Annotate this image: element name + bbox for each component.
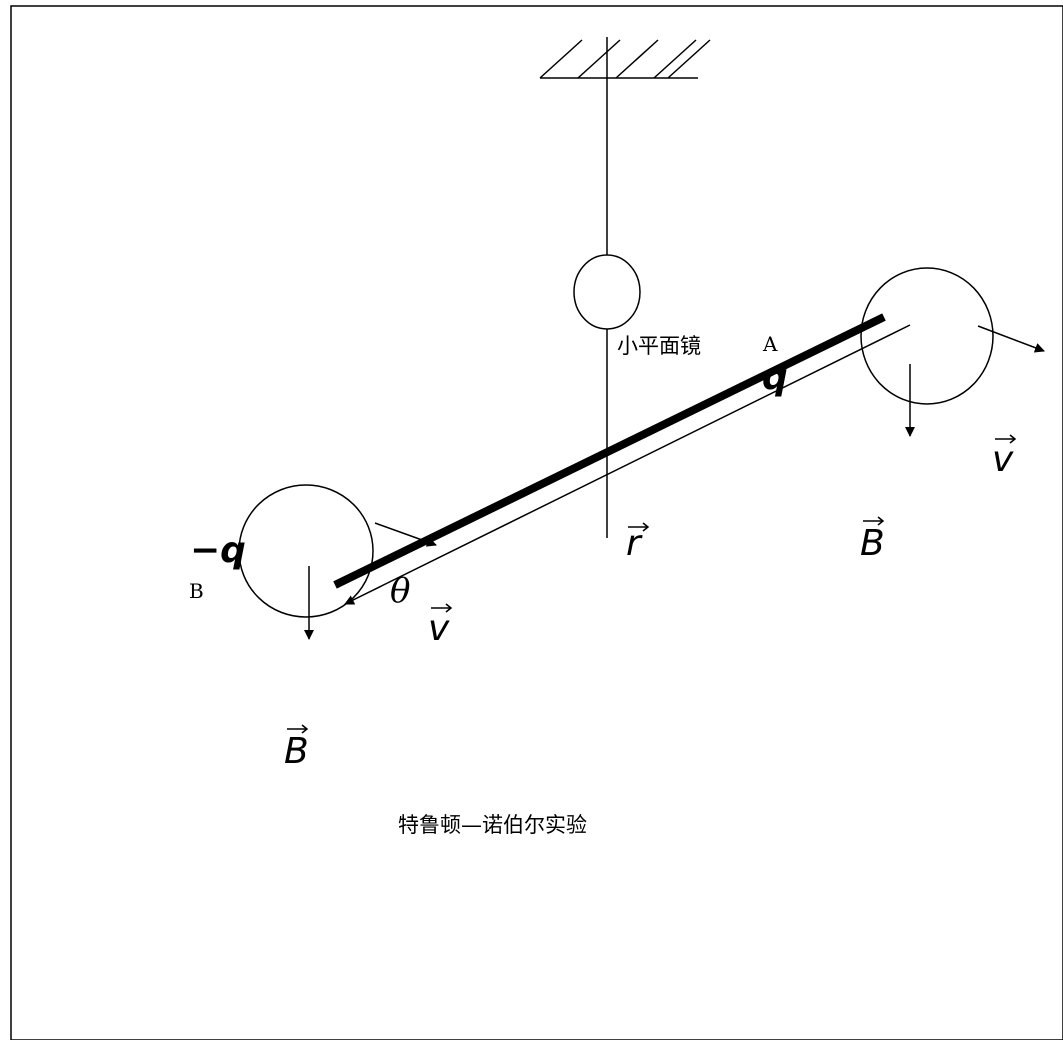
ceiling-support [539,39,711,79]
r-symbol: r [626,522,650,564]
velocity-arrow-b [374,522,437,547]
point-a-label: A [762,332,778,356]
v-left-label: v [428,608,450,649]
b-symbol-right: B [860,516,885,564]
v-left-hat [431,603,453,613]
b-left-label: B [284,731,309,772]
v-symbol-left: v [428,603,453,649]
small-mirror [573,254,641,330]
sphere-b [238,484,374,618]
b-left-hat [287,724,309,734]
v-right-label: v [992,439,1014,480]
mirror-label: 小平面镜 [617,334,701,358]
v-symbol-right: v [992,434,1017,480]
point-b-label: B [189,579,204,603]
b-right-label: B [860,523,885,564]
velocity-arrow-a [977,325,1045,353]
rod [333,313,886,589]
b-right-hat [863,516,885,526]
sphere-a [860,267,994,405]
r-vector-hat [628,522,650,532]
v-right-hat [995,434,1017,444]
page-frame [10,5,1063,1040]
charge-neg-q-label: −q [190,530,246,571]
theta-label: θ [390,571,410,611]
charge-q-label: q [762,357,788,398]
r-vector-arrow [344,324,911,605]
figure-caption: 特鲁顿—诺伯尔实验 [398,813,587,837]
b-symbol-left: B [284,724,309,772]
r-label: r [626,523,643,564]
